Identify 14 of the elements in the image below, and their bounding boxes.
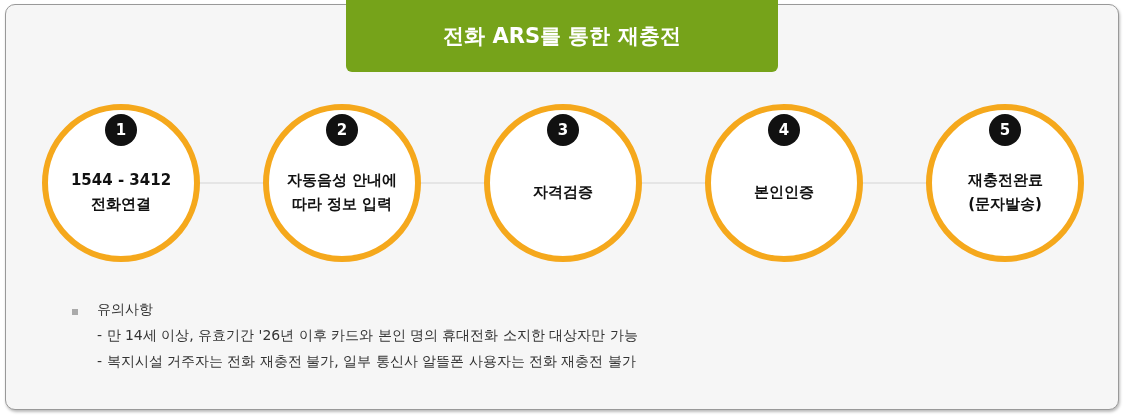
step-label: 본인인증 <box>753 182 815 203</box>
step-number-badge: 1 <box>105 114 137 146</box>
step-label: 자동음성 안내에 따라 정보 입력 <box>285 170 399 215</box>
step-number-badge: 4 <box>768 114 800 146</box>
note-heading: 유의사항 <box>97 301 153 319</box>
note-text: - 복지시설 거주자는 전화 재충전 불가, 일부 통신사 알뜰폰 사용자는 전화 재충전 불가 <box>97 353 636 371</box>
title-banner: 전화 ARS를 통한 재충전 <box>346 0 778 72</box>
step-number-badge: 3 <box>547 114 579 146</box>
step-label: 재충전완료 (문자발송) <box>966 170 1044 215</box>
step-number-badge: 2 <box>326 114 358 146</box>
step-number-badge: 5 <box>989 114 1021 146</box>
step-label: 자격검증 <box>532 182 594 203</box>
note-text: - 만 14세 이상, 유효기간 '26년 이후 카드와 본인 명의 휴대전화 소지한 대상자만 가능 <box>97 327 638 345</box>
step-label: 1544 - 3412 전화연결 <box>69 170 173 215</box>
